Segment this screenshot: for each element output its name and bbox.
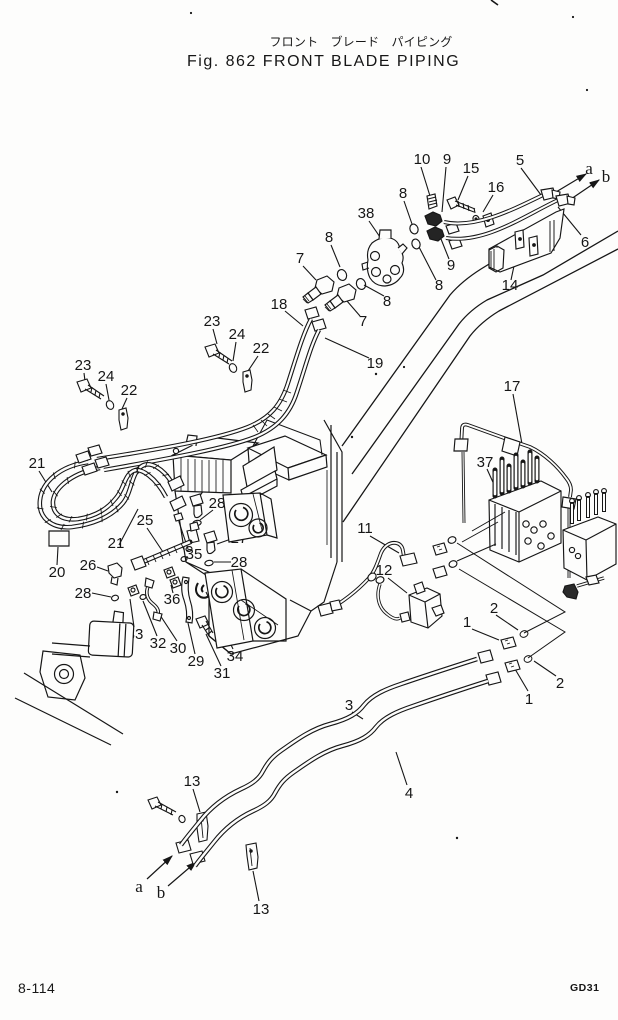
svg-text:37: 37	[477, 454, 494, 471]
svg-text:16: 16	[488, 179, 505, 196]
svg-text:30: 30	[170, 640, 187, 657]
svg-text:20: 20	[49, 564, 66, 581]
svg-text:12: 12	[376, 562, 393, 579]
svg-text:24: 24	[98, 368, 115, 385]
svg-text:7: 7	[296, 250, 304, 267]
svg-text:a: a	[585, 159, 593, 178]
svg-text:13: 13	[253, 901, 270, 918]
svg-text:17: 17	[504, 378, 521, 395]
svg-text:4: 4	[405, 785, 413, 802]
svg-text:23: 23	[75, 357, 92, 374]
svg-text:31: 31	[214, 665, 231, 682]
svg-text:2: 2	[556, 675, 564, 692]
svg-text:8: 8	[383, 293, 391, 310]
svg-text:28: 28	[75, 585, 92, 602]
svg-text:13: 13	[184, 773, 201, 790]
svg-text:Fig. 862 FRONT BLADE PIPING: Fig. 862 FRONT BLADE PIPING	[187, 53, 460, 70]
svg-text:8: 8	[435, 277, 443, 294]
svg-text:1: 1	[525, 691, 533, 708]
svg-text:22: 22	[253, 340, 270, 357]
svg-text:18: 18	[271, 296, 288, 313]
svg-text:34: 34	[227, 648, 244, 665]
svg-text:36: 36	[164, 591, 181, 608]
svg-text:10: 10	[414, 151, 431, 168]
svg-text:a: a	[135, 877, 143, 896]
svg-text:8: 8	[325, 229, 333, 246]
svg-text:3: 3	[345, 697, 353, 714]
svg-text:8-114: 8-114	[18, 980, 55, 996]
svg-text:b: b	[602, 167, 611, 186]
svg-text:24: 24	[229, 326, 246, 343]
svg-text:8: 8	[399, 185, 407, 202]
svg-text:9: 9	[443, 151, 451, 168]
svg-text:19: 19	[367, 355, 384, 372]
svg-text:14: 14	[502, 277, 519, 294]
svg-text:6: 6	[581, 234, 589, 251]
svg-text:フロント ブレード パイピング: フロント ブレード パイピング	[269, 34, 452, 49]
svg-text:1: 1	[463, 614, 471, 631]
svg-text:26: 26	[80, 557, 97, 574]
svg-text:32: 32	[150, 635, 167, 652]
svg-text:29: 29	[188, 653, 205, 670]
svg-text:9: 9	[447, 257, 455, 274]
svg-text:28: 28	[209, 495, 226, 512]
svg-text:11: 11	[357, 520, 373, 537]
svg-text:25: 25	[137, 512, 154, 529]
svg-text:5: 5	[516, 152, 524, 169]
svg-text:15: 15	[463, 160, 480, 177]
svg-text:21: 21	[29, 455, 46, 472]
svg-text:b: b	[157, 883, 166, 902]
svg-text:38: 38	[358, 205, 375, 222]
svg-text:2: 2	[490, 600, 498, 617]
svg-text:GD31: GD31	[570, 982, 599, 994]
svg-text:7: 7	[359, 313, 367, 330]
svg-text:28: 28	[231, 554, 248, 571]
svg-text:35: 35	[186, 546, 203, 563]
svg-text:23: 23	[204, 313, 221, 330]
svg-text:22: 22	[121, 382, 138, 399]
svg-text:21: 21	[108, 535, 125, 552]
